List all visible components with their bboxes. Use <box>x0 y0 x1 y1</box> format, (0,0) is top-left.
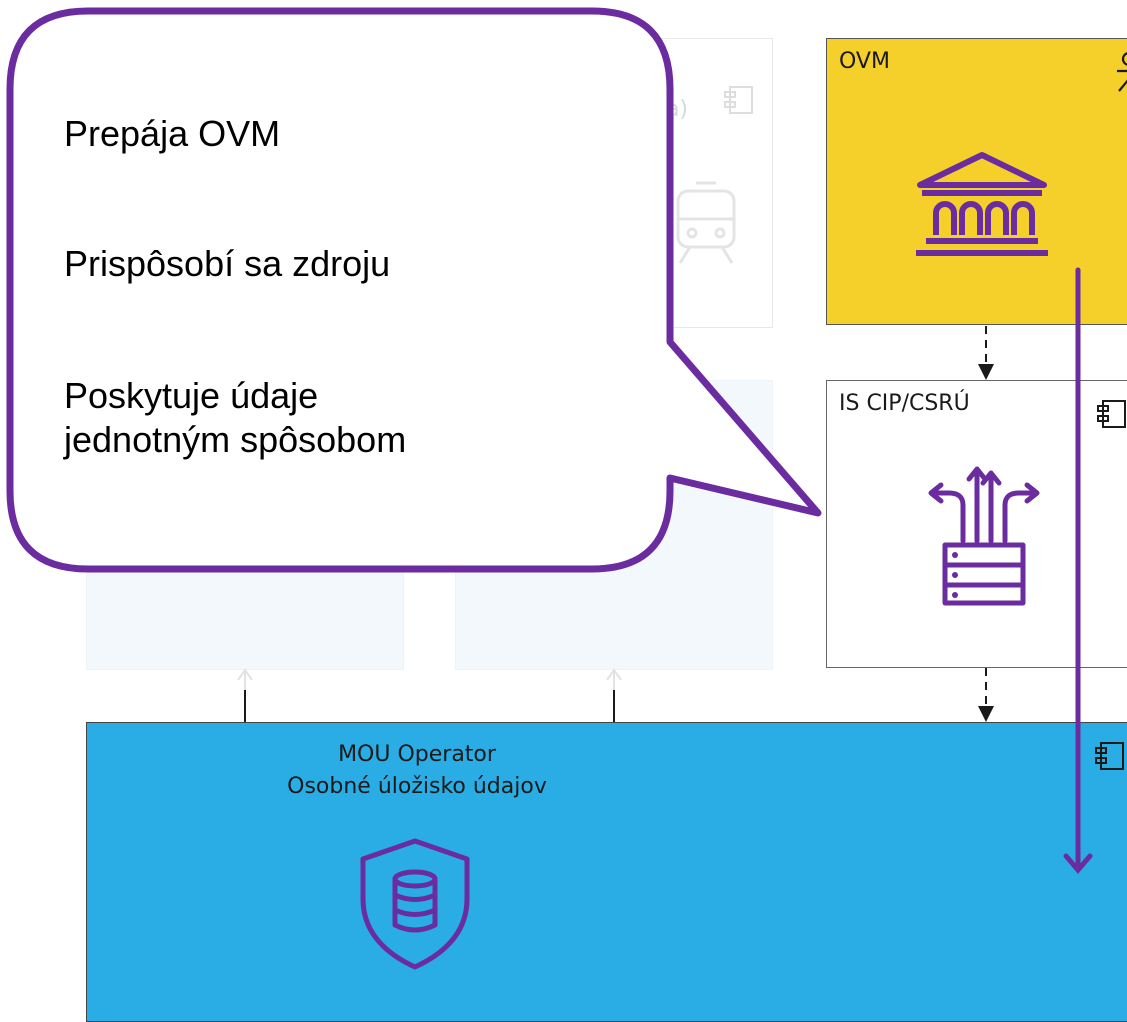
callout-line-1: Prepája OVM <box>64 113 281 154</box>
mou-subtitle: Osobné úložisko údajov <box>287 774 547 799</box>
mou-operator-box: MOU Operator Osobné úložisko údajov <box>86 722 1127 1022</box>
train-icon <box>676 181 736 264</box>
mou-title: MOU Operator <box>338 742 496 767</box>
callout-line-2: Prispôsobí sa zdroju <box>64 243 391 284</box>
database-shield-icon <box>360 838 470 970</box>
data-flow-arrow <box>1063 267 1093 874</box>
component-icon <box>1095 742 1124 770</box>
callout-line-4: jednotným spôsobom <box>64 419 407 460</box>
data-hub-icon <box>928 466 1040 606</box>
callout-line-3: Poskytuje údaje <box>64 375 319 416</box>
ovm-title: OVM <box>839 49 890 74</box>
component-icon <box>1097 400 1126 428</box>
is-cip-title: IS CIP/CSRÚ <box>839 391 970 416</box>
component-icon <box>724 86 753 114</box>
actor-icon <box>1117 52 1127 92</box>
bank-icon <box>916 152 1048 256</box>
